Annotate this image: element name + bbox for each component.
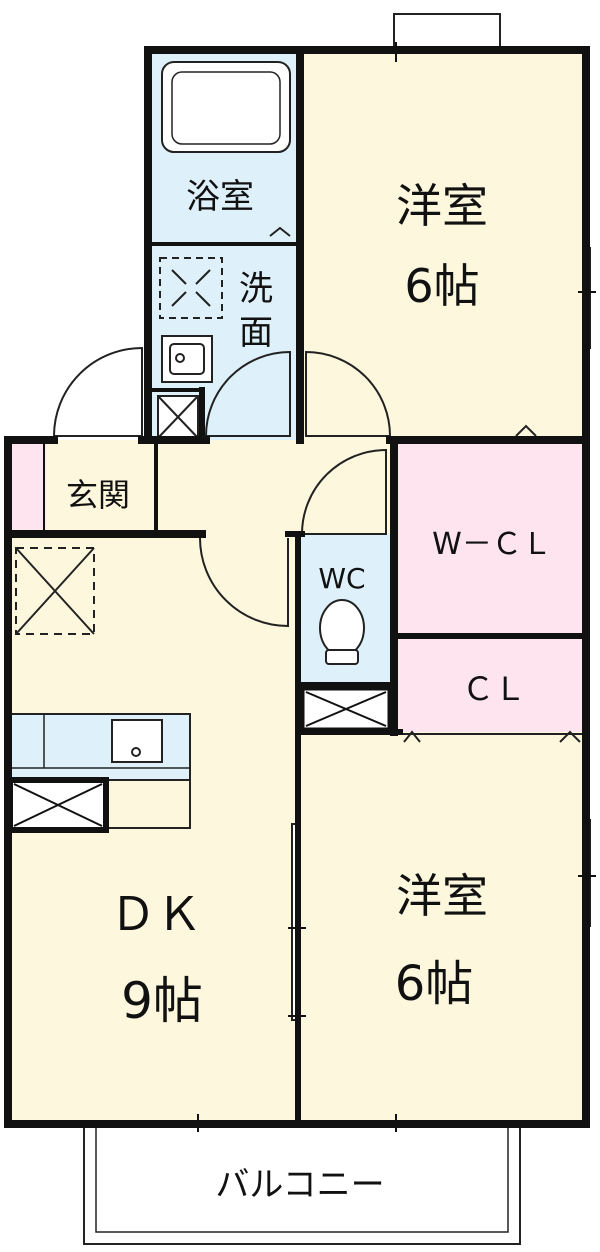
washroom-door [204,350,291,437]
western-room-bottom-name: 洋室 [396,869,488,923]
dining-kitchen-door [199,537,289,628]
walk-in-closet-fill [394,440,586,636]
refrigerator-icon [107,779,191,829]
western-room-bottom-size: 6帖 [395,956,474,1012]
outlet-marks [197,42,596,1132]
closet-fill [394,636,586,732]
closet-name: ＣＬ [462,670,526,708]
toilet-icon [319,599,365,665]
ventilation-fan-icon [269,226,291,237]
dining-kitchen-name: ＤＫ [110,887,202,941]
western-room-bottom-fill [298,732,586,1122]
toilet-storage-box-icon [299,685,393,733]
entrance-fill [46,440,156,534]
entrance-step-fill [8,440,46,534]
kitchen-fan-icon [15,547,95,635]
entrance-door [52,346,143,437]
entrance-name: 玄関 [66,476,130,514]
doors [52,346,392,628]
kitchen-storage-box-icon [7,777,109,833]
washbasin-icon [161,335,213,383]
toilet-name: WC [318,562,365,595]
storage-box-icon [157,395,199,439]
closet-sliding-doors [400,424,584,743]
kitchen-counter [7,713,191,781]
walls [4,46,590,1128]
top-window-frame [393,13,501,51]
western-room-top-size: 6帖 [404,259,479,313]
toilet-door [300,448,387,535]
dining-kitchen-size: 9帖 [121,972,203,1030]
balcony [83,1121,521,1245]
western-room-top-name: 洋室 [396,179,488,233]
washing-machine-icon [159,257,223,319]
western-room-top-door [305,350,392,437]
bathroom-name: 浴室 [186,177,254,217]
labels: 洋室 6帖 浴室 洗 面 玄関 W－ＣＬ ＣＬ WC ＤＫ 9帖 洋室 6帖 バ… [66,177,552,1205]
washroom-label-line1: 洗 [239,269,273,309]
bathtub-icon [161,61,291,153]
walk-in-closet-name: W－ＣＬ [432,527,552,562]
balcony-name: バルコニー [215,1165,384,1205]
washroom-label-line2: 面 [239,313,273,353]
